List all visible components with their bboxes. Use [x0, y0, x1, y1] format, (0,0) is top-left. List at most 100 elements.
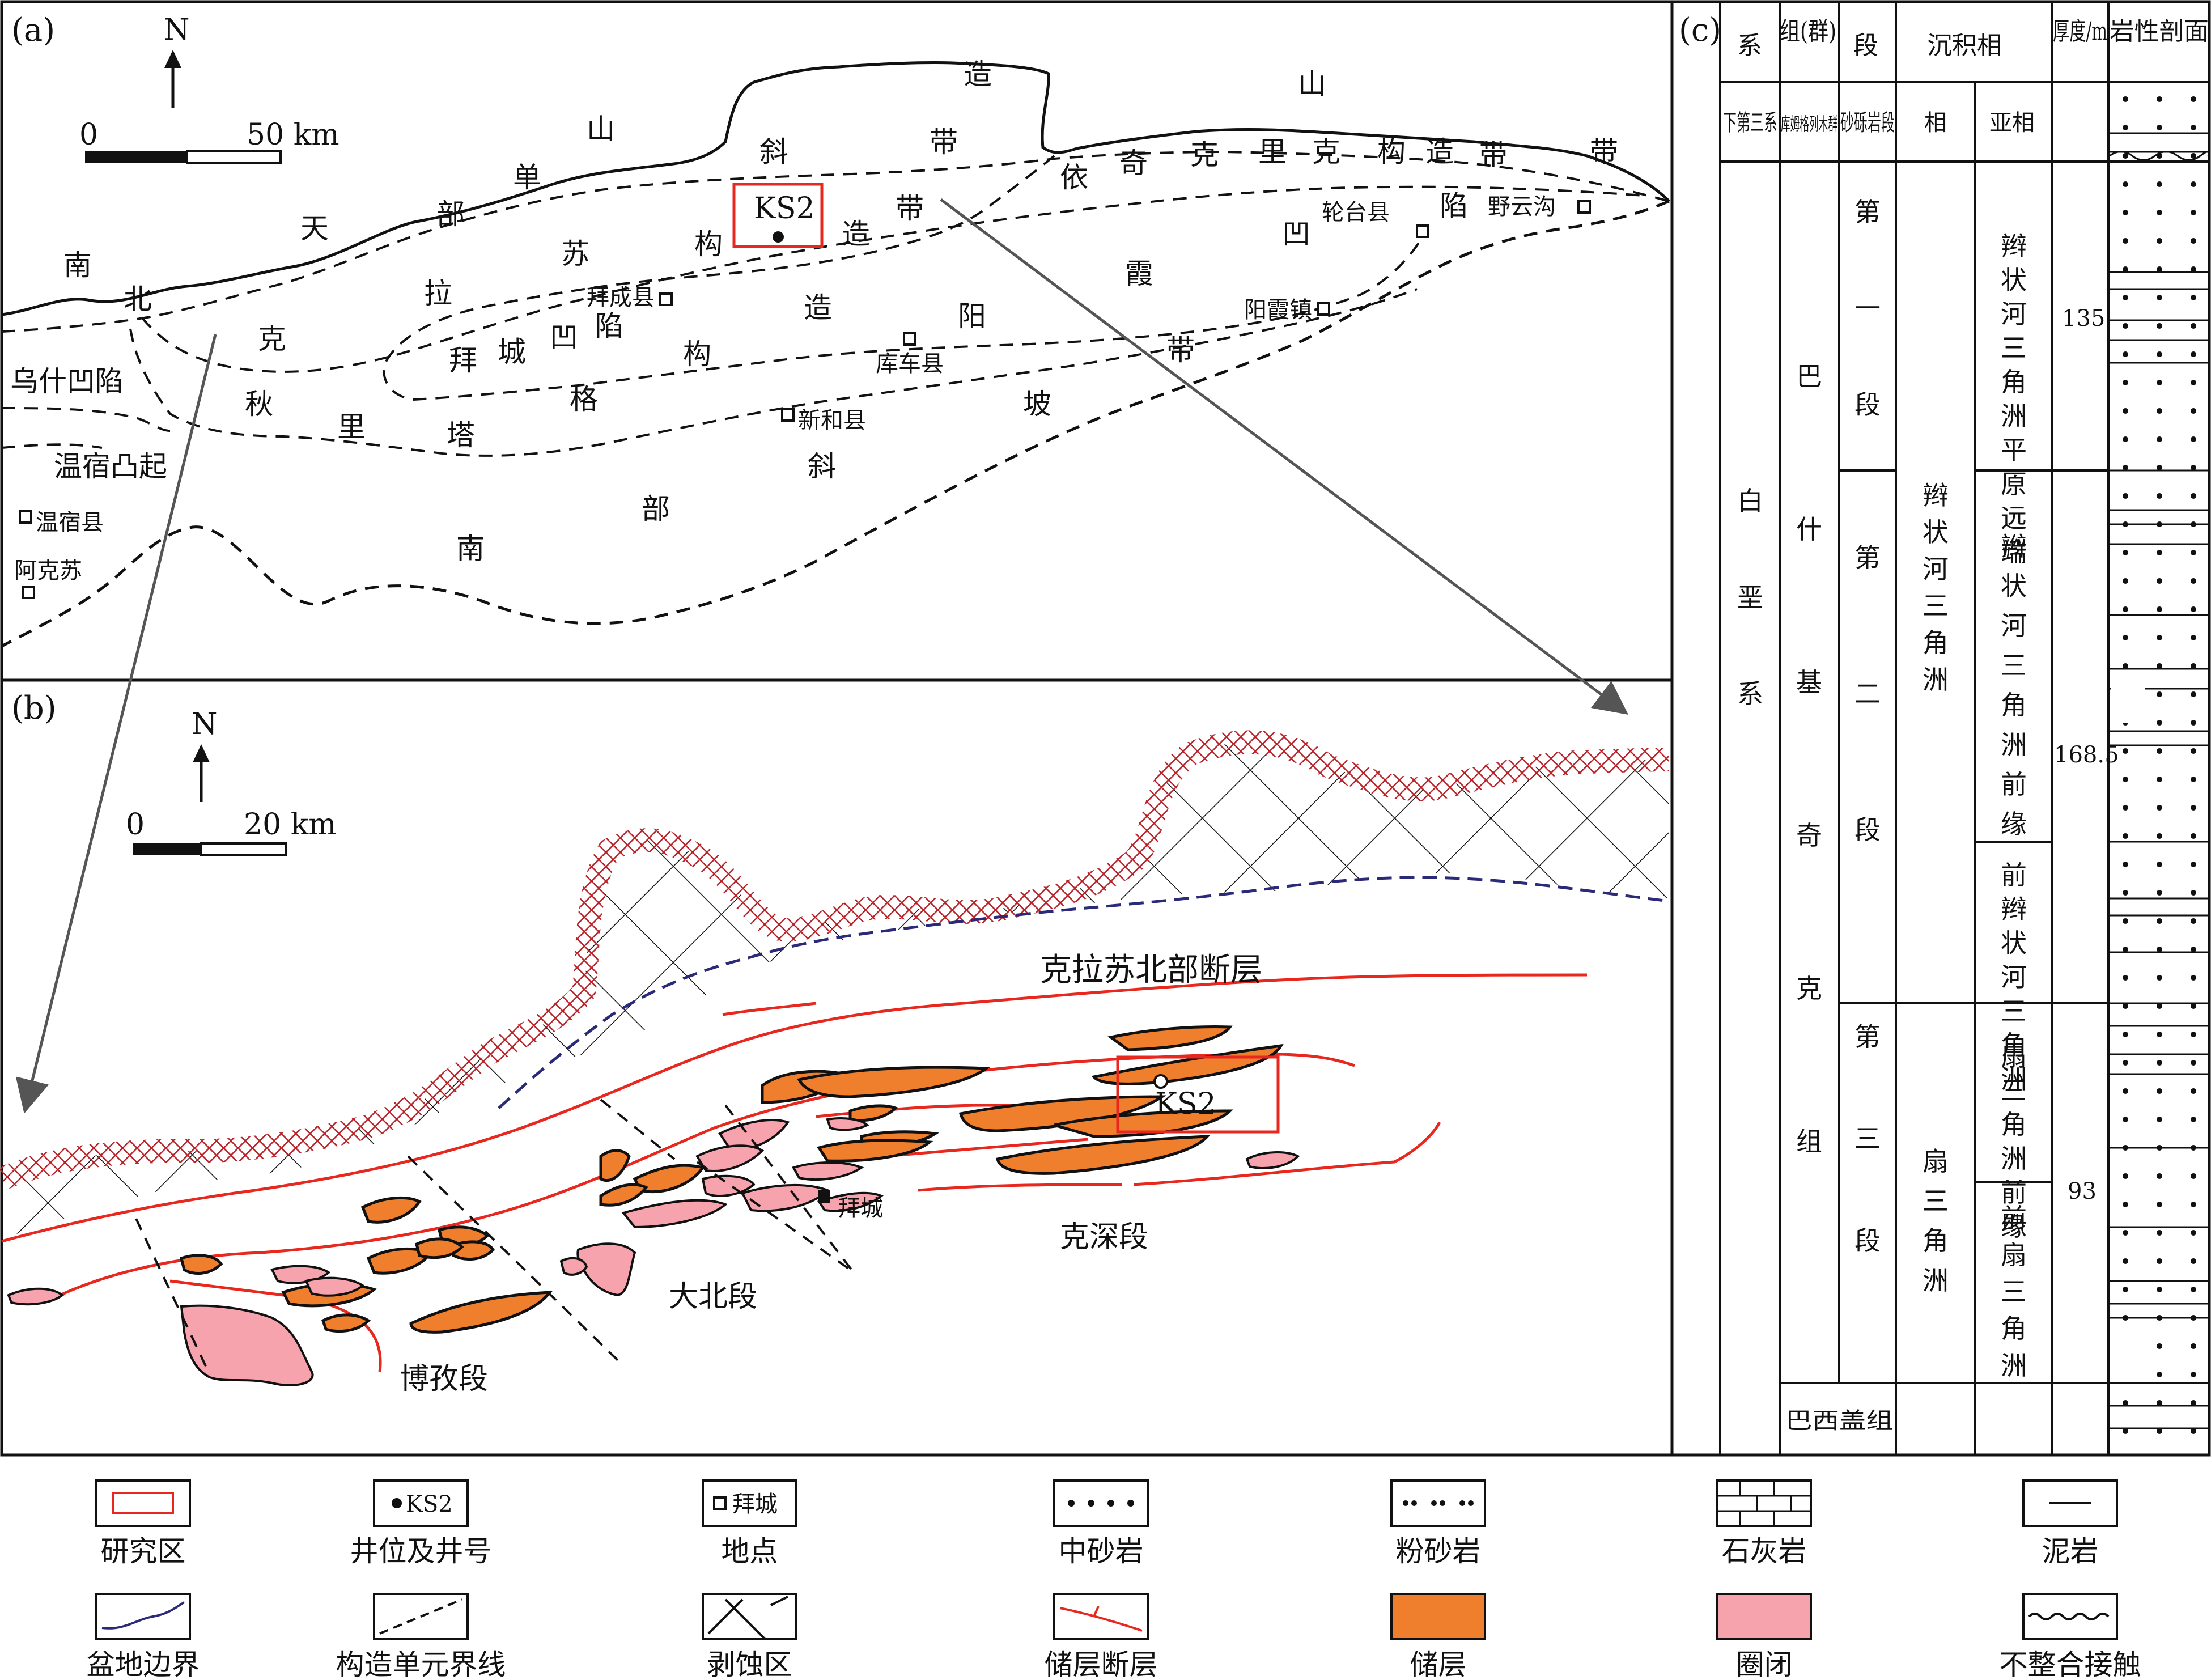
top-member: 砂砾岩段 — [1840, 110, 1895, 136]
svg-text:天: 天 — [300, 212, 329, 245]
svg-text:南: 南 — [456, 532, 485, 565]
svg-text:克: 克 — [1312, 135, 1340, 168]
scale-a-zero: 0 — [79, 118, 98, 152]
legend-label: 构造单元界线 — [336, 1648, 506, 1680]
legend-label: 中砂岩 — [1059, 1535, 1144, 1568]
bottom-group: 巴西盖组 — [1785, 1408, 1893, 1434]
panel-c-frame — [1670, 0, 2211, 1457]
erosion-border — [0, 730, 1670, 1190]
scale-a-end: 50 km — [247, 118, 339, 152]
svg-text:构: 构 — [694, 228, 723, 261]
top-subfacies: 亚相 — [1989, 110, 2035, 136]
svg-text:城: 城 — [498, 336, 526, 368]
panel-b-map: N 0 20 km — [0, 707, 1670, 1396]
location-icon: 拜城 — [702, 1479, 797, 1527]
towns-a: 拜成县 库车县 新和县 阳霞镇 轮台县 野云沟 温宿县 阿克苏 — [14, 194, 1591, 599]
svg-text:构: 构 — [683, 338, 711, 371]
legend-label: 储层断层 — [1045, 1648, 1158, 1680]
scale-b-zero: 0 — [126, 808, 145, 842]
tectonic-boundary-6 — [1, 443, 103, 449]
svg-text:造: 造 — [842, 218, 870, 251]
svg-text:坡: 坡 — [1023, 388, 1051, 421]
thickness-3: 93 — [2068, 1178, 2097, 1204]
region-wensu: 温宿凸起 — [54, 450, 167, 483]
svg-text:凹: 凹 — [550, 321, 578, 354]
svg-text:KS2: KS2 — [406, 1491, 453, 1517]
study-area-box-a — [732, 183, 824, 248]
facies-1-label: 辫状河三角洲 — [1923, 480, 1949, 695]
town-yangxia: 阳霞镇 — [1244, 297, 1312, 323]
north-arrow-b-head — [193, 744, 210, 762]
legend-label: 泥岩 — [2042, 1535, 2099, 1568]
reservoir-icon — [1390, 1593, 1486, 1640]
limestone-icon — [1716, 1479, 1812, 1527]
legend-label: 石灰岩 — [1722, 1535, 1807, 1568]
zoom-arrow-left — [15, 334, 217, 1114]
mudstone-icon — [2022, 1479, 2118, 1527]
top-facies: 相 — [1924, 110, 1947, 136]
basin-boundary-b — [498, 876, 1670, 1109]
well-icon: KS2 — [373, 1479, 469, 1527]
svg-text:带: 带 — [1479, 138, 1508, 171]
panel-b-label: (b) — [11, 690, 57, 727]
well-label-b: KS2 — [1155, 1087, 1216, 1121]
legend-label: 不整合接触 — [2000, 1648, 2141, 1680]
svg-text:秋: 秋 — [245, 388, 273, 421]
town-baicheng: 拜成县 — [587, 285, 655, 311]
segment-keshen: 克深段 — [1060, 1220, 1148, 1254]
well-ks2-a — [773, 231, 784, 243]
svg-text:斜: 斜 — [759, 135, 788, 168]
svg-text:依: 依 — [1060, 161, 1088, 194]
svg-text:带: 带 — [930, 126, 958, 159]
thickness-2: 168.5 — [2054, 742, 2119, 768]
legend-label: 研究区 — [101, 1535, 186, 1568]
legend: 研究区KS2井位及井号拜城地点中砂岩粉砂岩石灰岩泥岩盆地边界构造单元界线剥蚀区储… — [87, 1479, 2141, 1680]
study-area-icon — [95, 1479, 191, 1527]
svg-text:部: 部 — [436, 198, 465, 231]
svg-text:南: 南 — [63, 249, 92, 282]
segment-boundaries — [135, 1098, 857, 1375]
svg-text:带: 带 — [1590, 135, 1618, 168]
study-area-box-b — [1116, 1055, 1280, 1134]
member-1-label: 第一段 — [1854, 197, 1881, 420]
header-member: 段 — [1853, 31, 1878, 60]
region-wushi: 乌什凹陷 — [10, 365, 124, 398]
member-3-label: 第三段 — [1854, 1021, 1881, 1256]
tectonic-boundary-3 — [383, 155, 1429, 401]
svg-text:山: 山 — [587, 113, 615, 146]
tectonic-boundary-1 — [1, 150, 1670, 333]
svg-text:里: 里 — [337, 410, 366, 443]
traps — [7, 1117, 1300, 1386]
reservoirs — [180, 1025, 1284, 1334]
svg-text:塔: 塔 — [447, 419, 475, 452]
svg-text:斜: 斜 — [808, 450, 836, 483]
basin-boundary-a — [1, 61, 1670, 316]
segment-dabei: 大北段 — [669, 1280, 757, 1314]
segment-bozi: 博孜段 — [400, 1362, 488, 1396]
svg-text:拜: 拜 — [449, 344, 477, 377]
svg-text:北: 北 — [124, 283, 152, 316]
subfacies-3-label: 前辫状河三角洲 — [2001, 860, 2027, 1094]
tectonic-boundary-icon — [373, 1593, 469, 1640]
subfacies-2-label: 辫状河三角洲前缘 — [2001, 531, 2027, 839]
town-yeyungou: 野云沟 — [1488, 194, 1556, 220]
trap-icon — [1716, 1593, 1812, 1640]
tectonic-boundary-2 — [141, 185, 1644, 373]
town-marker-b — [818, 1190, 830, 1203]
town-akesu: 阿克苏 — [14, 558, 82, 584]
well-ks2-b — [1153, 1074, 1168, 1089]
legend-label: 井位及井号 — [350, 1535, 492, 1568]
panel-c-label: (c) — [1679, 12, 1721, 49]
legend-label: 剥蚀区 — [707, 1648, 792, 1680]
header-group: 组(群) — [1780, 17, 1836, 46]
legend-label: 圈闭 — [1736, 1648, 1793, 1680]
medium-sandstone-icon — [1053, 1479, 1149, 1527]
reservoir-fault-icon — [1053, 1593, 1149, 1640]
legend-label: 地点 — [722, 1535, 778, 1568]
header-system: 系 — [1737, 31, 1762, 60]
zoom-arrow-right — [940, 198, 1629, 715]
siltstone-icon — [1390, 1479, 1486, 1527]
svg-text:凹: 凹 — [1282, 218, 1310, 251]
member-2-label: 第二段 — [1854, 542, 1881, 845]
header-lithology: 岩性剖面 — [2110, 17, 2209, 46]
